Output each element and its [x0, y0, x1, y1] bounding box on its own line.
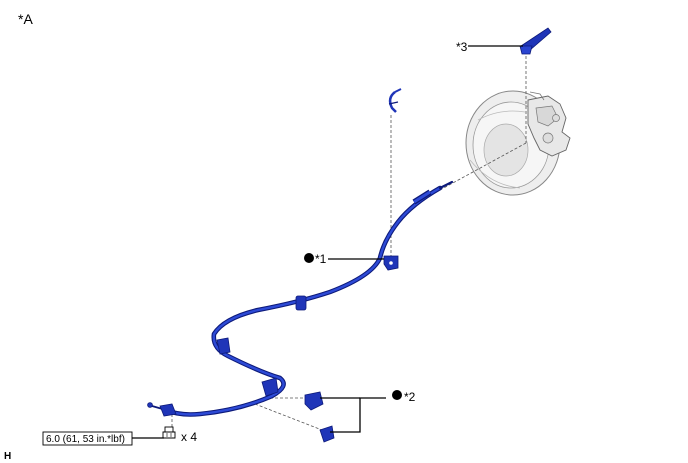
bullet-icon	[304, 253, 314, 263]
torque-spec-text: 6.0 (61, 53 in.*lbf)	[46, 434, 125, 445]
brake-backing-plate	[465, 90, 571, 196]
cable-bracket-4	[159, 403, 177, 417]
bolt-icon	[162, 426, 176, 439]
cable-clip-3	[519, 27, 552, 55]
corner-mark: H	[4, 451, 11, 462]
cable-bracket-1	[383, 255, 399, 271]
dashed-guide-lines	[171, 56, 527, 437]
torque-spec: 6.0 (61, 53 in.*lbf)	[42, 431, 133, 446]
cable-bracket-3	[261, 377, 279, 397]
callout-2: *2	[392, 390, 416, 404]
callout-2-label: *2	[404, 390, 416, 404]
callout-1: *1	[304, 252, 327, 266]
cable-bracket-2	[216, 337, 231, 355]
cable-sleeve	[412, 189, 432, 205]
parking-brake-cable	[147, 180, 454, 417]
callout-3-label: *3	[456, 40, 468, 54]
leader-lines	[132, 45, 523, 439]
callout-3: *3	[456, 40, 468, 54]
cable-grommet	[295, 295, 307, 311]
figure-label: *A	[18, 11, 33, 27]
bullet-icon	[392, 390, 402, 400]
callout-1-label: *1	[315, 252, 327, 266]
cable-clip-2-lower	[319, 425, 335, 443]
hook-clip	[388, 88, 402, 113]
quantity-label: x 4	[181, 430, 197, 444]
cable-clip-2-upper	[304, 391, 324, 411]
